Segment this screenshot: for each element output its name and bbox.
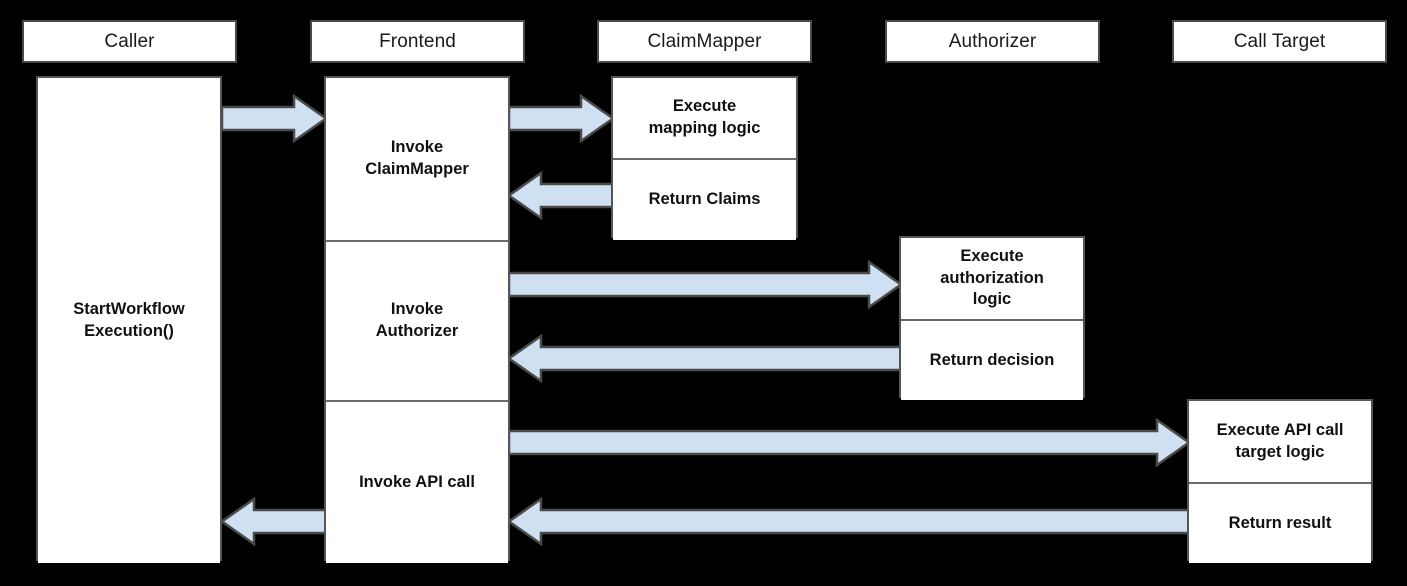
message-arrow-authorizer-to-frontend[interactable]: [506, 333, 903, 384]
activation-segment-frontend-2: Invoke API call: [326, 400, 508, 563]
lane-header-label: Call Target: [1233, 30, 1326, 52]
lane-header-label: Caller: [104, 30, 155, 52]
activation-segment-calltarget-1: Return result: [1189, 482, 1371, 563]
lane-header-label: ClaimMapper: [647, 30, 762, 52]
message-arrow-frontend-to-caller[interactable]: [219, 496, 328, 547]
lane-header-authorizer[interactable]: Authorizer: [885, 20, 1100, 63]
activation-segment-frontend-1: Invoke Authorizer: [326, 240, 508, 400]
activation-segment-caller-0: StartWorkflow Execution(): [38, 78, 220, 563]
lane-header-label: Authorizer: [948, 30, 1037, 52]
lane-header-claimmapper[interactable]: ClaimMapper: [597, 20, 812, 63]
message-arrow-frontend-to-calltarget[interactable]: [507, 417, 1192, 468]
lane-header-caller[interactable]: Caller: [22, 20, 237, 63]
message-arrow-claimmapper-to-frontend[interactable]: [506, 170, 615, 221]
lane-header-label: Frontend: [379, 30, 456, 52]
activation-segment-authorizer-0: Execute authorization logic: [901, 238, 1083, 319]
activation-calltarget[interactable]: Execute API call target logic Return res…: [1187, 399, 1373, 563]
activation-segment-calltarget-0: Execute API call target logic: [1189, 401, 1371, 482]
activation-segment-frontend-0: Invoke ClaimMapper: [326, 78, 508, 240]
message-arrow-calltarget-to-frontend[interactable]: [506, 496, 1191, 547]
activation-authorizer[interactable]: Execute authorization logic Return decis…: [899, 236, 1085, 400]
activation-caller[interactable]: StartWorkflow Execution(): [36, 76, 222, 563]
activation-segment-claimmapper-0: Execute mapping logic: [613, 78, 796, 158]
activation-frontend[interactable]: Invoke ClaimMapper Invoke Authorizer Inv…: [324, 76, 510, 563]
lane-header-calltarget[interactable]: Call Target: [1172, 20, 1387, 63]
activation-claimmapper[interactable]: Execute mapping logic Return Claims: [611, 76, 798, 240]
message-arrow-frontend-to-claimmapper[interactable]: [507, 93, 616, 144]
activation-segment-claimmapper-1: Return Claims: [613, 158, 796, 240]
message-arrow-caller-to-frontend[interactable]: [220, 93, 329, 144]
lane-header-frontend[interactable]: Frontend: [310, 20, 525, 63]
activation-segment-authorizer-1: Return decision: [901, 319, 1083, 400]
message-arrow-frontend-to-authorizer[interactable]: [507, 259, 904, 310]
